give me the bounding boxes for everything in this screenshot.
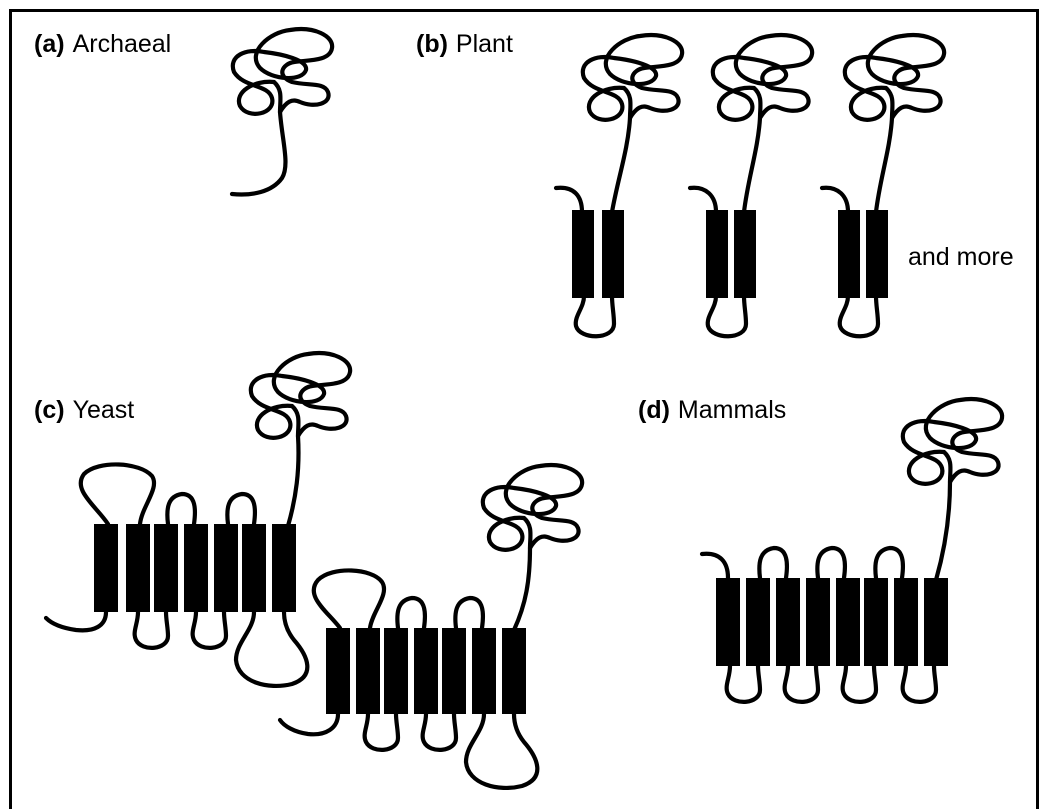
- label-plant: (b)Plant: [416, 30, 513, 58]
- plant-isoform-1: [556, 35, 682, 336]
- plant-isoform-3: [822, 35, 944, 336]
- yeast-protein-2: [280, 465, 582, 788]
- archaeal-enzyme: [232, 29, 332, 194]
- plant-isoform-2: [690, 35, 812, 336]
- label-and-more: and more: [908, 243, 1014, 271]
- panel-archaeal: (a)Archaeal: [34, 29, 332, 194]
- panel-mammals: (d)Mammals: [638, 396, 1002, 702]
- label-archaeal: (a)Archaeal: [34, 30, 171, 58]
- label-mammals: (d)Mammals: [638, 396, 786, 424]
- panel-yeast: (c)Yeast: [34, 353, 582, 788]
- label-yeast: (c)Yeast: [34, 396, 134, 424]
- mammalian-protein: [702, 399, 1002, 702]
- panel-plant: (b)Plant and more: [416, 30, 1014, 336]
